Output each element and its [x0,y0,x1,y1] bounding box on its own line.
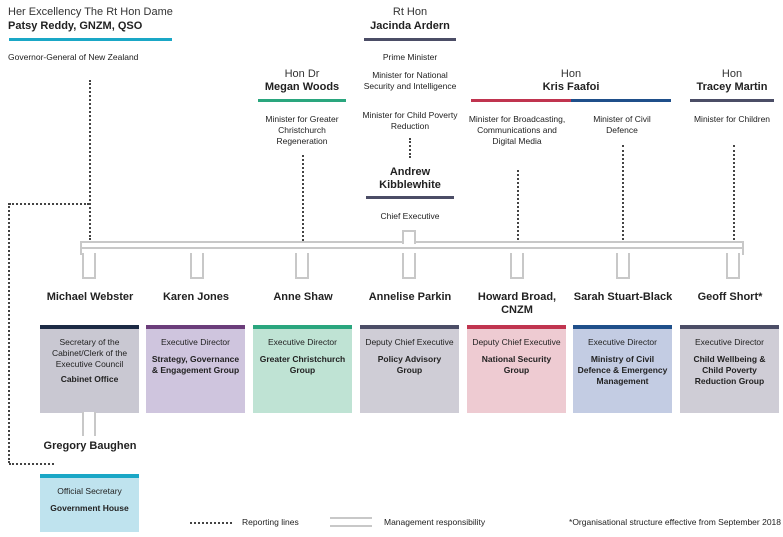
legend-management-swatch [330,517,372,527]
group-4-person: Annelise Parkin [368,291,452,303]
reporting-line-gg-horizontal [9,203,89,205]
management-drop-7 [726,253,740,279]
woods-color-bar [258,99,346,102]
baughen-group: Government House [50,503,129,513]
footnote: *Organisational structure effective from… [569,517,781,527]
reporting-line-broadcasting [517,170,519,240]
governor-role: Governor-General of New Zealand [8,52,139,62]
group-5-person: Howard Broad, CNZM [477,291,557,316]
legend-reporting-swatch [190,522,232,524]
reporting-line-martin [733,145,735,240]
group-7-name: Child Wellbeing & Child Poverty Reductio… [693,354,766,386]
group-3-role: Executive Director [268,337,337,347]
management-stem [402,230,416,244]
legend-management-label: Management responsibility [384,517,486,527]
management-drop-3 [295,253,309,279]
group-2-card: Executive Director Strategy, Governance … [146,325,245,413]
group-7-card: Executive Director Child Wellbeing & Chi… [680,325,779,413]
faafoi-honorific: Hon [560,68,582,80]
management-drop-baughen [82,412,96,436]
group-3-card: Executive Director Greater Christchurch … [253,325,352,413]
group-3-name: Greater Christchurch Group [259,354,346,375]
group-2-role: Executive Director [161,337,230,347]
group-1-role: Secretary of the Cabinet/Clerk of the Ex… [51,337,128,369]
martin-role: Minister for Children [693,114,771,124]
group-4-card: Deputy Chief Executive Policy Advisory G… [360,325,459,413]
baughen-card: Official Secretary Government House [40,474,139,532]
legend-reporting-label: Reporting lines [242,517,299,527]
baughen-role: Official Secretary [57,486,122,496]
group-4-role: Deputy Chief Executive [365,337,454,347]
group-6-name: Ministry of Civil Defence & Emergency Ma… [577,354,668,386]
ce-role: Chief Executive [380,211,440,221]
reporting-line-gg-vertical [8,203,10,463]
group-1-card: Secretary of the Cabinet/Clerk of the Ex… [40,325,139,413]
faafoi-color-bar-2 [571,99,671,102]
martin-name: Tracey Martin [696,81,768,93]
group-2-person: Karen Jones [162,291,230,303]
group-1-person: Michael Webster [46,291,134,303]
management-drop-5 [510,253,524,279]
group-3-person: Anne Shaw [273,291,333,303]
group-7-role: Executive Director [695,337,764,347]
reporting-line-pm [409,138,411,158]
faafoi-name: Kris Faafoi [542,81,600,93]
reporting-line-woods [302,155,304,241]
ce-color-bar [366,196,454,199]
woods-role: Minister for Greater Christchurch Regene… [265,114,339,146]
group-6-role: Executive Director [588,337,657,347]
management-drop-1 [82,253,96,279]
martin-color-bar [690,99,774,102]
group-4-name: Policy Advisory Group [377,354,442,375]
group-6-person: Sarah Stuart-Black [573,291,673,303]
group-6-card: Executive Director Ministry of Civil Def… [573,325,672,413]
management-drop-6 [616,253,630,279]
group-5-name: National Security Group [481,354,552,375]
management-bar-line [82,247,742,249]
management-drop-4 [402,253,416,279]
woods-name: Megan Woods [264,81,340,93]
group-5-role: Deputy Chief Executive [472,337,561,347]
pm-name: Jacinda Ardern [370,20,450,32]
pm-color-bar [364,38,456,41]
ce-name: Andrew Kibblewhite [379,166,441,191]
reporting-line-governor [89,80,91,240]
reporting-line-gg-bottom [9,463,54,465]
group-7-person: Geoff Short* [697,291,763,303]
reporting-line-civil-defence [622,145,624,240]
management-drop-2 [190,253,204,279]
woods-honorific: Hon Dr [284,68,320,80]
faafoi-color-bar-1 [471,99,571,102]
baughen-person: Gregory Baughen [43,440,137,452]
governor-color-bar [9,38,172,41]
governor-title: Her Excellency The Rt Hon Dame [8,6,173,18]
group-2-name: Strategy, Governance & Engagement Group [151,354,240,375]
martin-honorific: Hon [721,68,743,80]
pm-honorific: Rt Hon [392,6,428,18]
governor-name: Patsy Reddy, GNZM, QSO [8,20,143,32]
faafoi-role-2: Minister of Civil Defence [593,114,651,135]
group-5-card: Deputy Chief Executive National Security… [467,325,566,413]
pm-role-3: Minister for Child Poverty Reduction [362,110,458,131]
pm-role-1: Prime Minister [382,52,438,62]
pm-role-2: Minister for National Security and Intel… [363,70,457,91]
group-1-name: Cabinet Office [60,374,119,384]
faafoi-role-1: Minister for Broadcasting, Communication… [468,114,566,146]
